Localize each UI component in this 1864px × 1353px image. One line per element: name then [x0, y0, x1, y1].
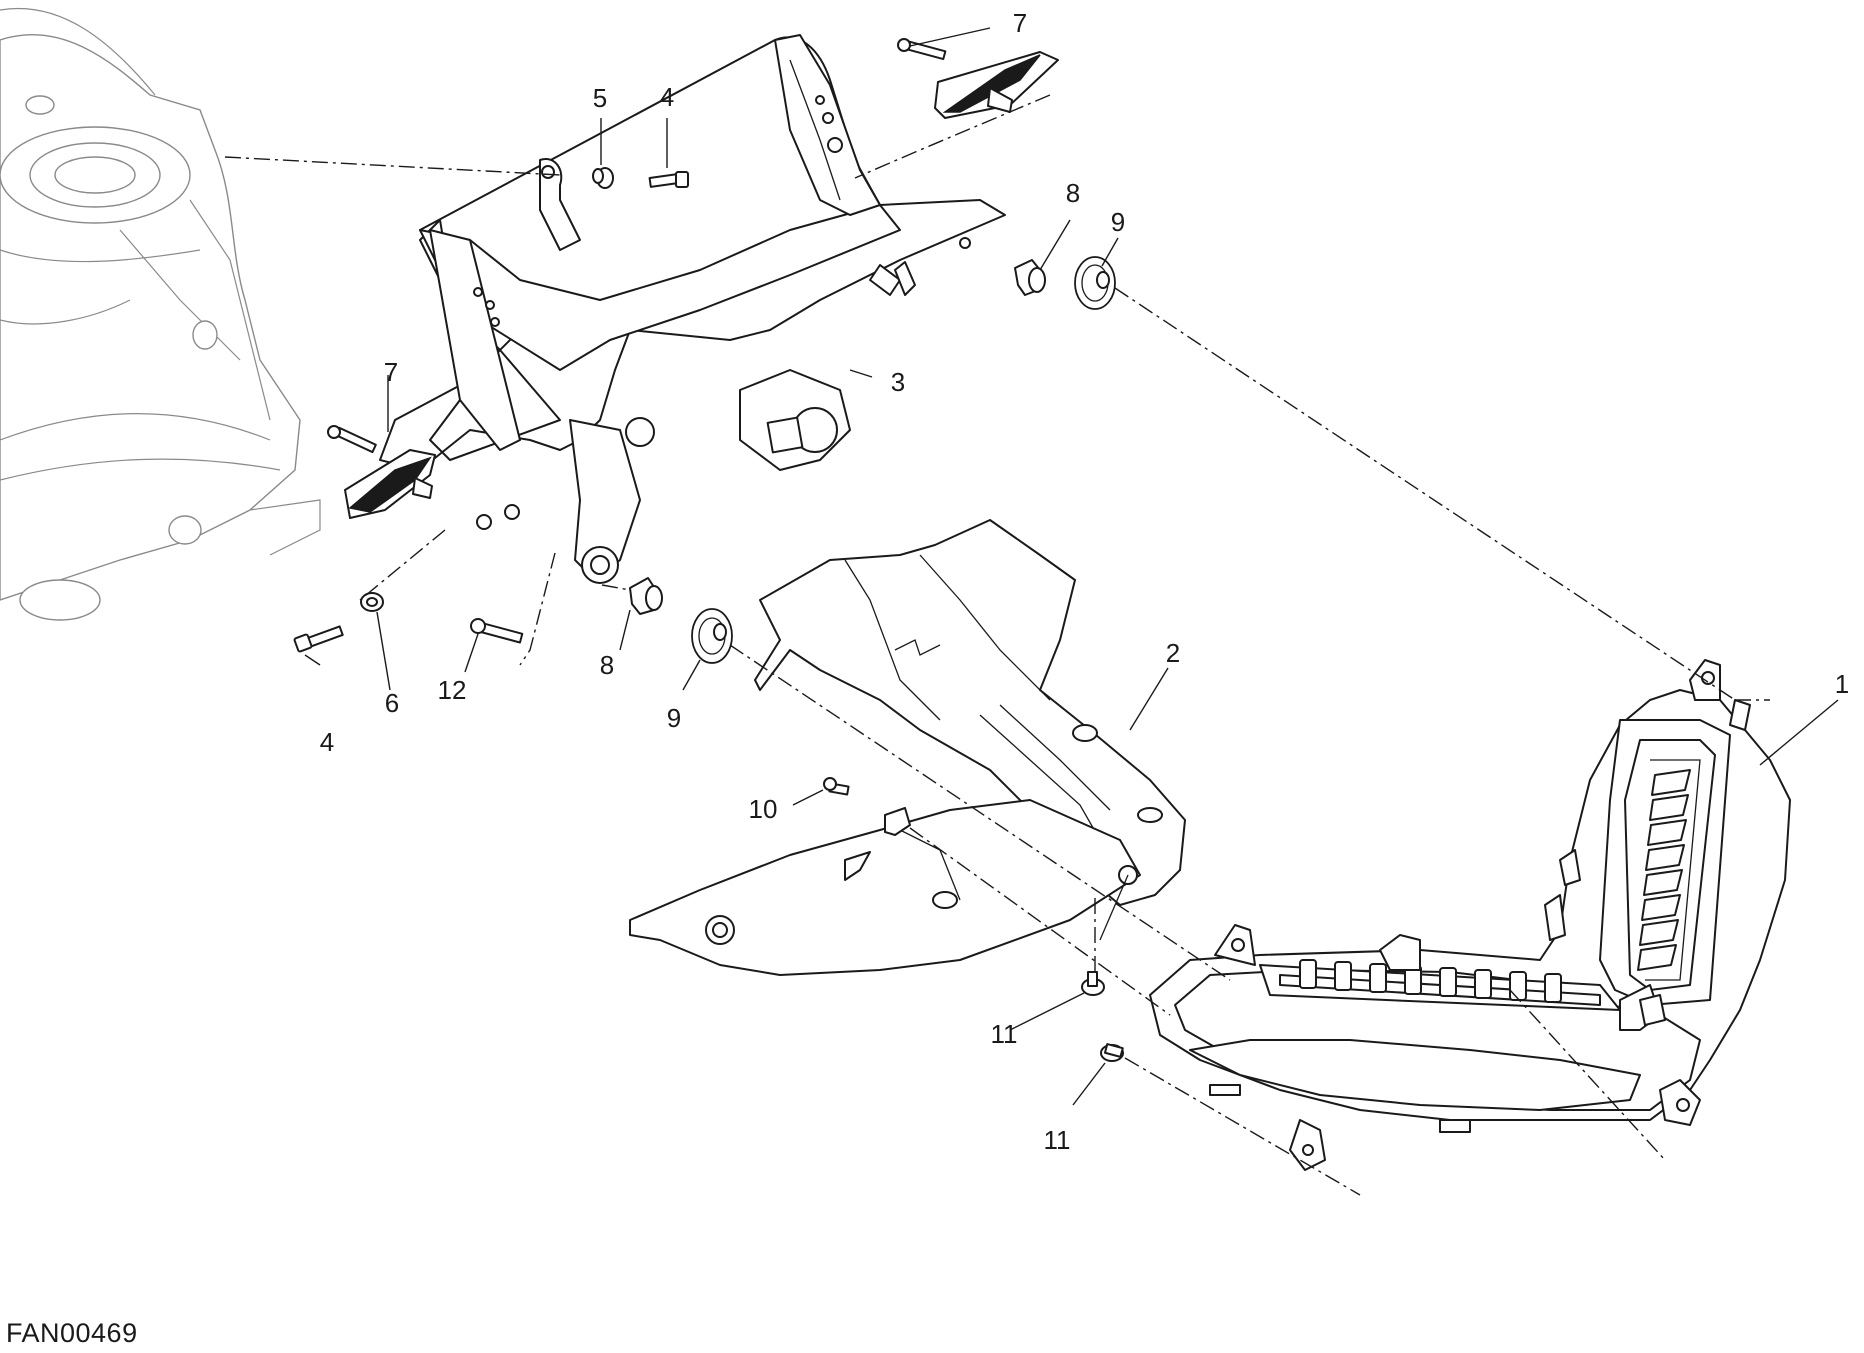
callout-5: 5 — [592, 83, 608, 113]
callout-7-left: 7 — [383, 357, 399, 387]
callout-7-top: 7 — [1012, 8, 1028, 38]
callout-10: 10 — [748, 794, 778, 824]
side-cover-panel — [629, 519, 1186, 976]
bolt-4-lower — [293, 625, 344, 653]
grommet-9-lower — [691, 608, 733, 664]
screw-11-b — [1100, 1043, 1124, 1062]
clip-10 — [884, 807, 911, 836]
callout-11-a: 11 — [990, 1019, 1018, 1049]
callout-9-lower: 9 — [666, 703, 682, 733]
grommet-9-top — [1074, 256, 1116, 310]
spacer-8-lower — [629, 577, 663, 615]
callout-8-lower: 8 — [599, 650, 615, 680]
washer-6 — [360, 592, 384, 612]
callout-11-b: 11 — [1043, 1125, 1071, 1155]
spacer-8-top — [1014, 259, 1046, 296]
assembly-lines — [224, 94, 1770, 1196]
turn-signal-left — [327, 425, 436, 519]
screw-11-a — [1081, 971, 1105, 996]
callout-4-top: 4 — [659, 82, 675, 112]
callout-4-lower: 4 — [319, 727, 335, 757]
leader-lines — [304, 27, 1839, 1106]
spacer-5 — [592, 167, 614, 189]
callout-9-top: 9 — [1110, 207, 1126, 237]
figure-code: FAN00469 — [6, 1318, 138, 1348]
screw-10 — [823, 777, 850, 796]
callout-2: 2 — [1165, 638, 1181, 668]
callout-6: 6 — [384, 688, 400, 718]
headlight-assembly — [1149, 659, 1791, 1171]
headlight-support-bracket — [379, 34, 1006, 584]
bolt-4-top — [648, 171, 689, 188]
bolt-12 — [470, 618, 524, 644]
turn-signal-top — [897, 38, 1059, 119]
callout-1: 1 — [1834, 669, 1850, 699]
callout-8-top: 8 — [1065, 178, 1081, 208]
callout-3: 3 — [890, 367, 906, 397]
frame-steering-head — [0, 8, 321, 621]
callout-12: 12 — [437, 675, 467, 705]
